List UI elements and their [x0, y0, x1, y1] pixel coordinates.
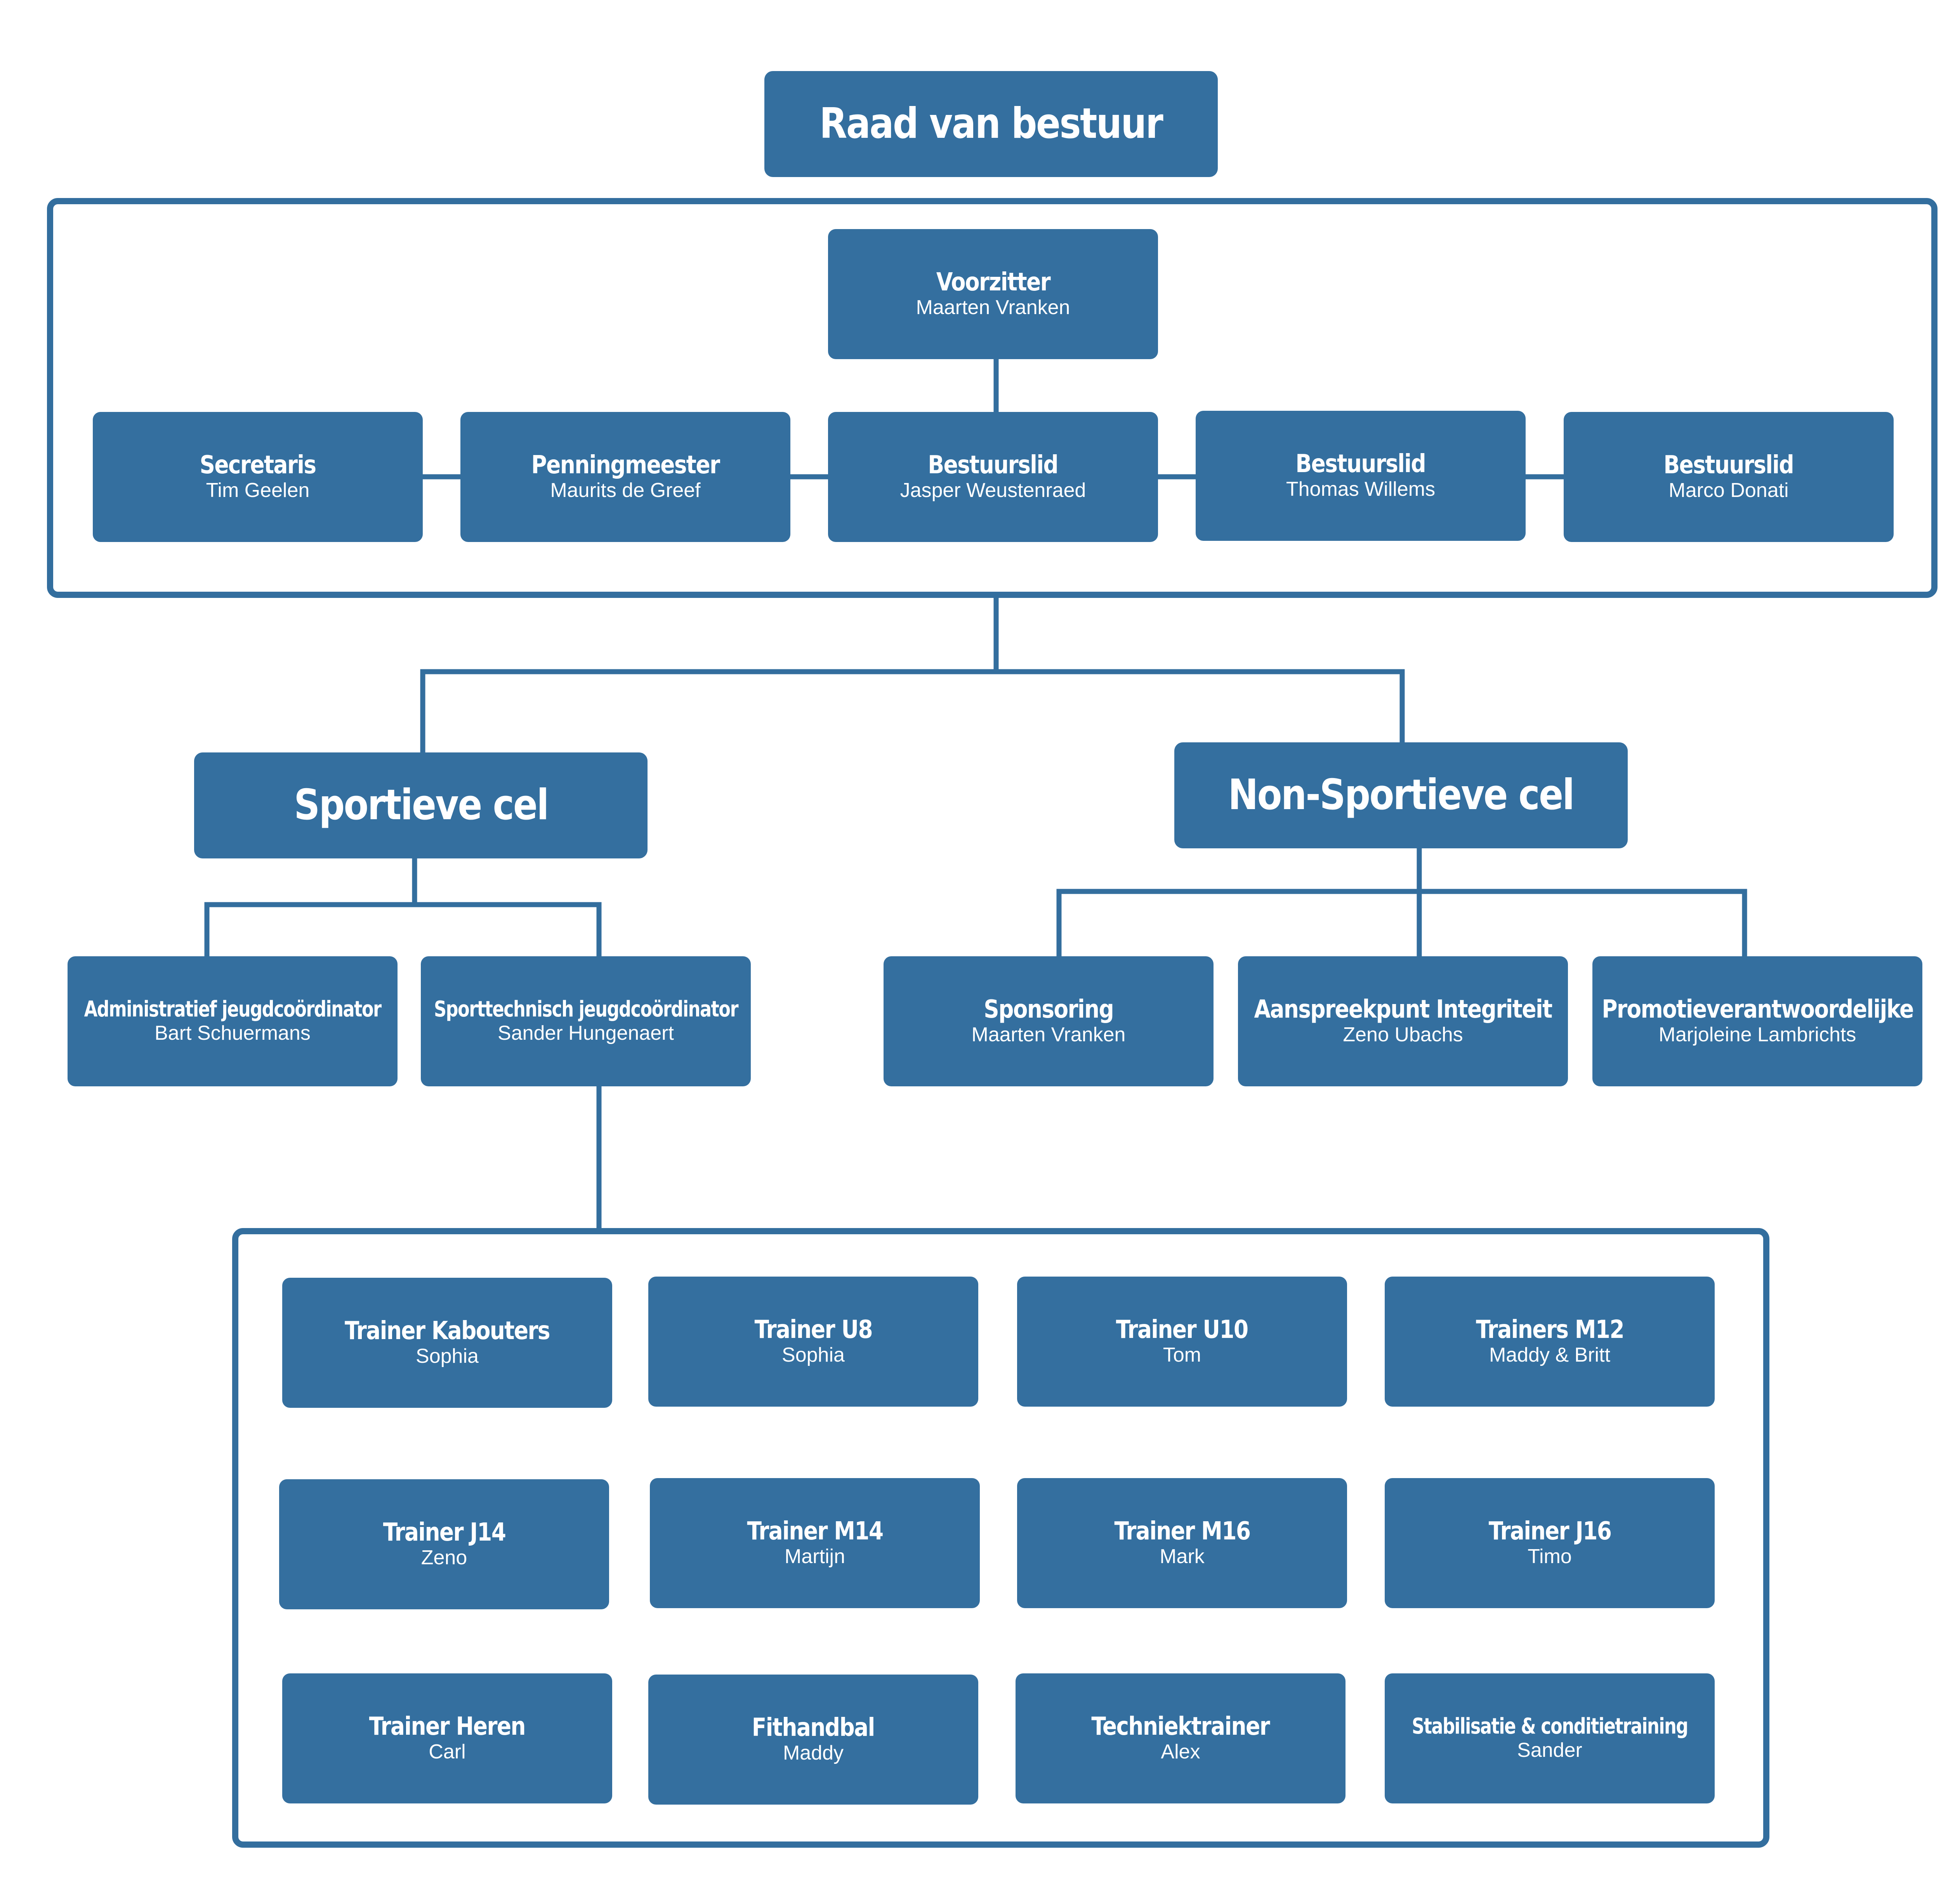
member-person: Marco Donati [1668, 479, 1789, 502]
role-title: Sporttechnisch jeugdcoördinator [434, 997, 738, 1022]
role-person: Marjoleine Lambrichts [1658, 1023, 1856, 1046]
board-member: Penningmeester Maurits de Greef [460, 412, 790, 542]
trainer-role: Trainer J16 [1488, 1517, 1611, 1546]
trainer-node: Trainer J16 Timo [1385, 1478, 1715, 1608]
trainer-person: Carl [429, 1741, 466, 1763]
trainer-node: Trainer U8 Sophia [648, 1277, 978, 1407]
connector-board-to-cells [420, 669, 1405, 755]
chair-role: Voorzitter [936, 268, 1050, 297]
trainers-frame [232, 1228, 1769, 1848]
trainer-role: Fithandbal [752, 1713, 875, 1742]
trainer-node: Fithandbal Maddy [648, 1675, 978, 1805]
connector-sport-children [204, 902, 602, 961]
member-person: Tim Geelen [206, 479, 310, 502]
trainer-person: Sander [1517, 1739, 1582, 1762]
role-title: Aanspreekpunt Integriteit [1254, 995, 1552, 1024]
chair-person: Maarten Vranken [916, 296, 1070, 319]
trainer-person: Zeno [421, 1546, 467, 1569]
member-role: Bestuurslid [1663, 450, 1795, 479]
non-sport-role: Promotieverantwoordelijke Marjoleine Lam… [1592, 956, 1922, 1086]
trainer-node: Trainer U10 Tom [1017, 1277, 1347, 1407]
trainer-person: Alex [1161, 1741, 1200, 1763]
board-member: Secretaris Tim Geelen [93, 412, 423, 542]
member-role: Bestuurslid [1295, 449, 1427, 478]
trainer-node: Techniektrainer Alex [1016, 1673, 1346, 1803]
board-title-label: Raad van bestuur [819, 99, 1163, 148]
trainer-role: Trainer Kabouters [345, 1316, 550, 1345]
trainer-person: Sophia [416, 1345, 479, 1368]
member-person: Jasper Weustenraed [900, 479, 1086, 502]
trainer-person: Maddy & Britt [1489, 1344, 1611, 1367]
board-member: Bestuurslid Jasper Weustenraed [828, 412, 1158, 542]
trainer-person: Maddy [783, 1742, 844, 1765]
trainer-role: Trainer M14 [747, 1517, 884, 1546]
trainer-role: Stabilisatie & conditietraining [1411, 1714, 1688, 1739]
role-person: Zeno Ubachs [1343, 1023, 1463, 1046]
trainer-role: Trainers M12 [1476, 1315, 1625, 1344]
trainer-node: Trainer M14 Martijn [650, 1478, 980, 1608]
non-sport-role: Aanspreekpunt Integriteit Zeno Ubachs [1238, 956, 1568, 1086]
trainer-person: Martijn [784, 1545, 845, 1568]
member-person: Thomas Willems [1286, 478, 1436, 501]
board-frame [47, 198, 1938, 598]
connector-nonsport-children [1056, 889, 1747, 961]
member-role: Secretaris [200, 450, 316, 479]
role-title: Sponsoring [983, 995, 1114, 1024]
member-person: Maurits de Greef [550, 479, 701, 502]
trainer-node: Stabilisatie & conditietraining Sander [1385, 1673, 1715, 1803]
trainer-role: Trainer M16 [1114, 1517, 1251, 1546]
sport-cell-label: Sportieve cel [293, 781, 549, 830]
trainer-person: Sophia [782, 1344, 845, 1367]
trainer-role: Techniektrainer [1091, 1712, 1270, 1741]
role-title: Promotieverantwoordelijke [1601, 995, 1914, 1024]
trainer-person: Timo [1528, 1545, 1572, 1568]
board-member: Bestuurslid Thomas Willems [1196, 411, 1526, 541]
trainer-node: Trainer Heren Carl [282, 1673, 612, 1803]
trainer-role: Trainer U8 [754, 1315, 873, 1344]
board-member: Bestuurslid Marco Donati [1564, 412, 1894, 542]
trainer-node: Trainer Kabouters Sophia [282, 1278, 612, 1408]
member-role: Penningmeester [531, 450, 720, 479]
trainer-role: Trainer Heren [369, 1712, 526, 1741]
trainer-person: Mark [1160, 1545, 1205, 1568]
role-person: Bart Schuermans [155, 1021, 311, 1044]
sport-role: Administratief jeugdcoördinator Bart Sch… [68, 956, 398, 1086]
trainer-role: Trainer J14 [383, 1518, 506, 1547]
trainer-role: Trainer U10 [1116, 1315, 1249, 1344]
sport-role: Sporttechnisch jeugdcoördinator Sander H… [421, 956, 751, 1086]
trainer-person: Tom [1163, 1344, 1201, 1367]
trainer-node: Trainers M12 Maddy & Britt [1385, 1277, 1715, 1407]
non-sport-cell-title: Non-Sportieve cel [1174, 742, 1628, 848]
role-person: Maarten Vranken [971, 1023, 1126, 1046]
role-title: Administratief jeugdcoördinator [84, 997, 382, 1022]
non-sport-cell-label: Non-Sportieve cel [1228, 771, 1575, 820]
board-title: Raad van bestuur [764, 71, 1218, 177]
member-role: Bestuurslid [928, 450, 1059, 479]
trainer-node: Trainer M16 Mark [1017, 1478, 1347, 1608]
trainer-node: Trainer J14 Zeno [279, 1479, 609, 1609]
chair-node: Voorzitter Maarten Vranken [828, 229, 1158, 359]
role-person: Sander Hungenaert [498, 1021, 674, 1044]
sport-cell-title: Sportieve cel [194, 752, 648, 858]
non-sport-role: Sponsoring Maarten Vranken [884, 956, 1214, 1086]
